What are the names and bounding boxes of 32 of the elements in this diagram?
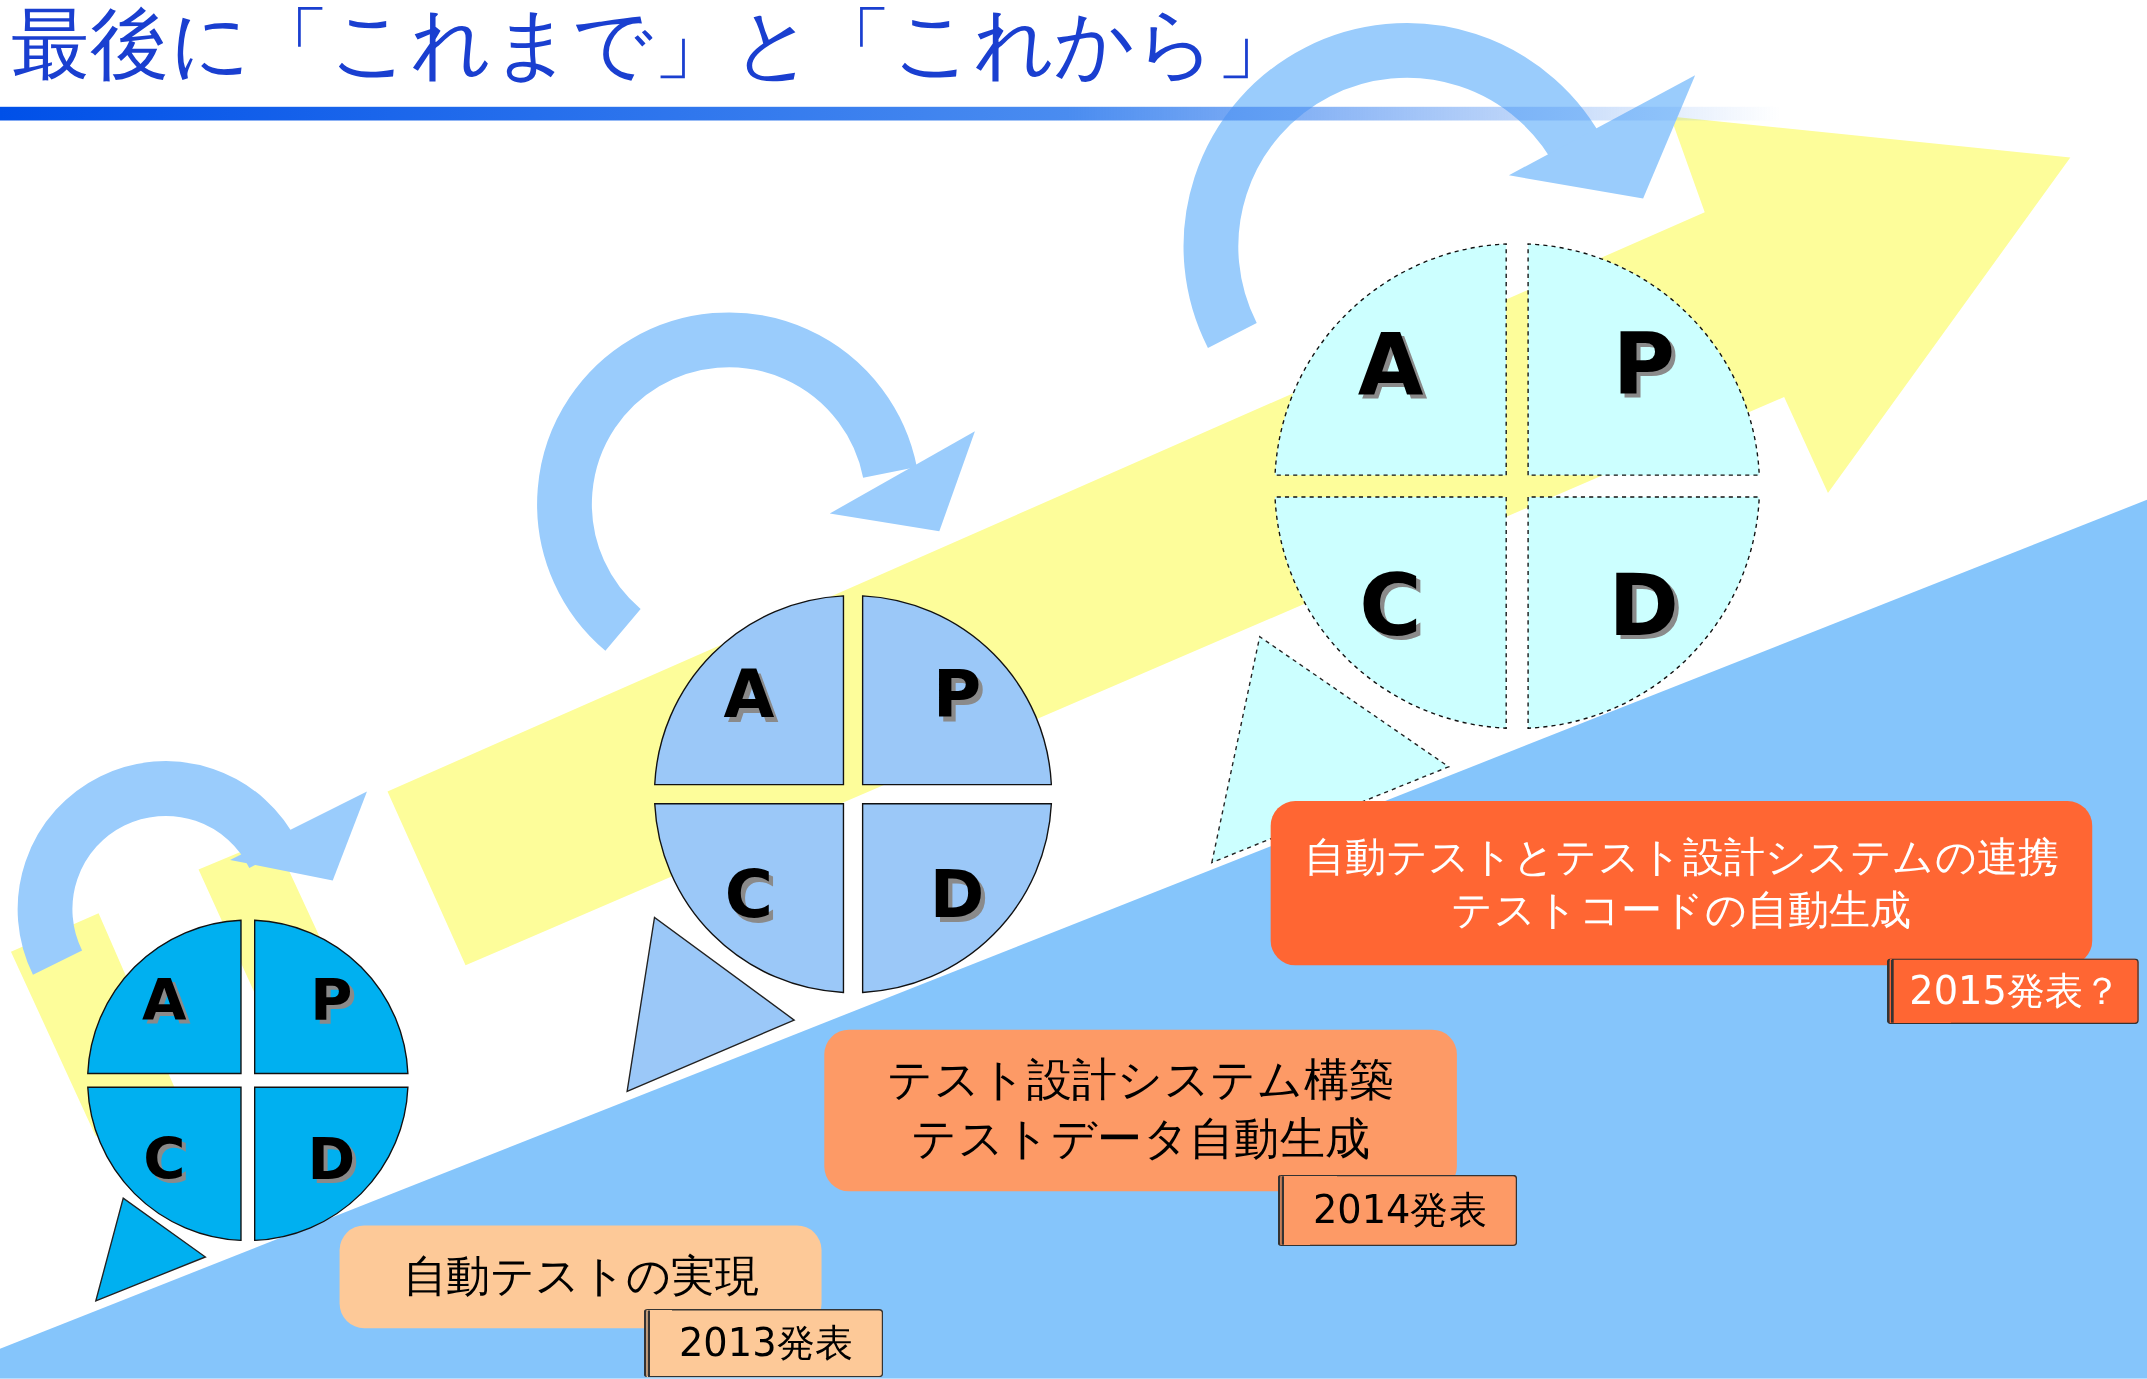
quadrant-shape (862, 595, 1052, 785)
quadrant-letter: P (1612, 322, 1675, 408)
quadrant-letter: D (1608, 564, 1680, 650)
stage-box: 自動テストとテスト設計システムの連携テストコードの自動生成 (1270, 801, 2093, 966)
scroll-banner: 2015発表？ (1886, 958, 2139, 1025)
quadrant-letter: P (310, 971, 353, 1030)
quadrant-shape (1274, 497, 1507, 729)
quadrant-letter: A (723, 661, 775, 728)
quadrant-shape (654, 595, 844, 785)
quadrant-shape (1528, 243, 1760, 476)
quadrant-letter: P (933, 661, 982, 728)
quadrant-letter: D (929, 860, 985, 927)
quadrant-shape (1274, 243, 1507, 476)
scroll-banner: 2014発表 (1277, 1174, 1518, 1247)
quadrant-letter: D (307, 1131, 356, 1189)
quadrant-letter: C (1359, 564, 1422, 650)
stage-box: テスト設計システム構築テストデータ自動生成 (824, 1029, 1457, 1192)
quadrant-shape (254, 920, 409, 1074)
quadrant-letter: A (1357, 322, 1424, 408)
quadrant-shape (87, 920, 241, 1074)
scroll-banner: 2013発表 (643, 1309, 884, 1378)
quadrant-letter: C (724, 860, 774, 927)
quadrant-shape (862, 803, 1052, 993)
quadrant-shape (1528, 497, 1760, 729)
quadrant-letter: A (142, 971, 187, 1030)
quadrant-shape (254, 1087, 409, 1241)
quadrant-shape (87, 1087, 241, 1241)
triangle-shape (626, 916, 796, 1093)
quadrant-letter: C (143, 1131, 186, 1189)
quadrant-shape (654, 803, 844, 993)
title: 最後に「これまで」と「これから」 (10, 0, 1296, 93)
triangle-shape (94, 1196, 207, 1302)
